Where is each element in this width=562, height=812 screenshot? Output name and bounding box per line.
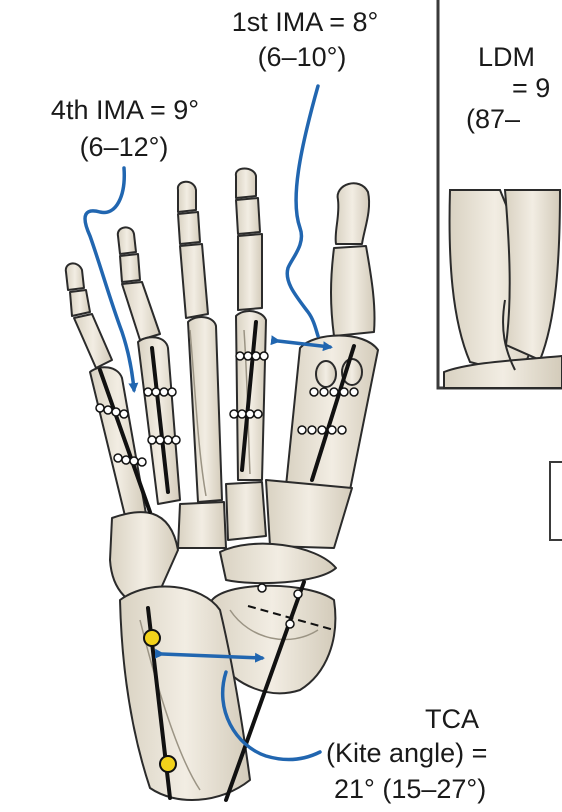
toe4-proximal	[122, 282, 160, 340]
fourth-ima-title: 4th IMA = 9°	[20, 95, 230, 126]
landmark-dot-lower	[160, 756, 176, 772]
metatarsal-3	[188, 317, 222, 502]
ldm-label-line2: = 9	[512, 73, 550, 104]
medial-cuneiform	[266, 480, 352, 548]
toe4-distal	[118, 227, 136, 254]
toe5-middle	[70, 290, 90, 316]
toe2-middle	[236, 198, 260, 234]
toe5-distal	[66, 263, 84, 290]
first-ima-title: 1st IMA = 8°	[200, 7, 410, 38]
intermediate-cuneiform	[226, 482, 266, 540]
ldm-label-line1: LDM	[478, 42, 535, 73]
toe3-proximal	[180, 244, 208, 318]
tca-label-line1: TCA	[392, 704, 512, 735]
toe4-middle	[120, 254, 140, 282]
first-ima-pointer	[287, 86, 318, 336]
toe3-distal	[178, 182, 196, 212]
lateral-cuneiform	[178, 502, 226, 548]
hallux-proximal	[331, 246, 375, 336]
fourth-ima-range: (6–12°)	[44, 132, 204, 163]
toe2-distal	[236, 169, 256, 199]
landmark-dot-upper	[144, 630, 160, 646]
metatarsal-5	[90, 367, 146, 520]
toe3-middle	[178, 212, 200, 244]
inset-bones	[444, 190, 562, 388]
toe5-proximal	[74, 314, 112, 368]
sesamoid-lateral	[316, 361, 336, 387]
ldm-label-line3: (87–	[466, 104, 520, 135]
inset-bracket	[550, 462, 562, 540]
tca-label-line2: (Kite angle) =	[326, 738, 487, 769]
hallux-distal	[336, 183, 370, 244]
toe2-proximal	[238, 234, 262, 310]
first-ima-range: (6–10°)	[222, 42, 382, 73]
navicular	[220, 544, 336, 583]
tca-label-line3: 21° (15–27°)	[334, 774, 486, 805]
